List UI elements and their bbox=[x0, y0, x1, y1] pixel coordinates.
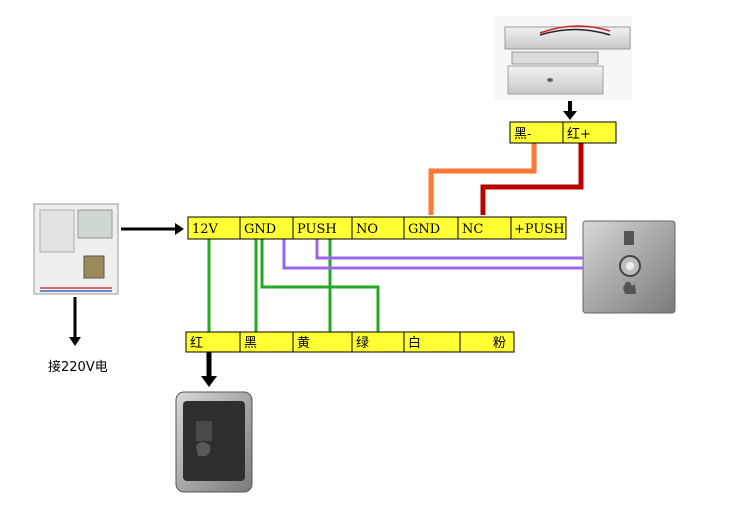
power-down-arrow bbox=[69, 297, 81, 346]
controller-terminal-strip: 12V GND PUSH NO GND NC +PUSH bbox=[187, 216, 567, 240]
reader-terminal-red: 红 bbox=[190, 335, 203, 351]
magnetic-lock-icon bbox=[494, 16, 632, 100]
terminal-gnd-2: GND bbox=[408, 222, 440, 237]
power-caption: 接220V电 bbox=[48, 360, 108, 375]
wire-gnd-button bbox=[282, 239, 583, 270]
reader-terminal-strip: 红 黑 黄 绿 白 粉 bbox=[185, 331, 515, 353]
power-supply-icon bbox=[33, 203, 119, 295]
wire-gnd-green bbox=[260, 239, 380, 334]
green-wires bbox=[207, 239, 380, 334]
reader-terminal-white: 白 bbox=[408, 335, 421, 351]
reader-down-arrow bbox=[201, 352, 217, 387]
lock-terminal-red: 红+ bbox=[567, 126, 591, 142]
card-reader-icon bbox=[175, 391, 253, 493]
lock-terminal-strip: 黑- 红+ bbox=[509, 121, 617, 144]
wire-gnd-lock-negative bbox=[428, 143, 537, 215]
terminal-nc: NC bbox=[462, 222, 483, 237]
terminal-gnd-1: GND bbox=[244, 222, 276, 237]
wire-nc-lock-positive bbox=[480, 143, 584, 215]
terminal-push: PUSH bbox=[297, 222, 337, 237]
terminal-no: NO bbox=[356, 222, 378, 237]
terminal-plus-push: +PUSH bbox=[514, 222, 565, 237]
reader-terminal-yellow: 黄 bbox=[297, 336, 310, 351]
reader-terminal-black: 黑 bbox=[244, 336, 257, 351]
terminal-12v: 12V bbox=[192, 222, 219, 237]
reader-terminal-pink: 粉 bbox=[493, 336, 506, 351]
lock-down-arrow bbox=[563, 101, 577, 120]
reader-terminal-green: 绿 bbox=[356, 336, 369, 351]
purple-wires bbox=[282, 239, 583, 270]
power-right-arrow bbox=[121, 223, 184, 235]
wire-push-button bbox=[315, 239, 583, 260]
lock-terminal-black: 黑- bbox=[514, 127, 531, 142]
exit-button-icon bbox=[582, 220, 676, 314]
